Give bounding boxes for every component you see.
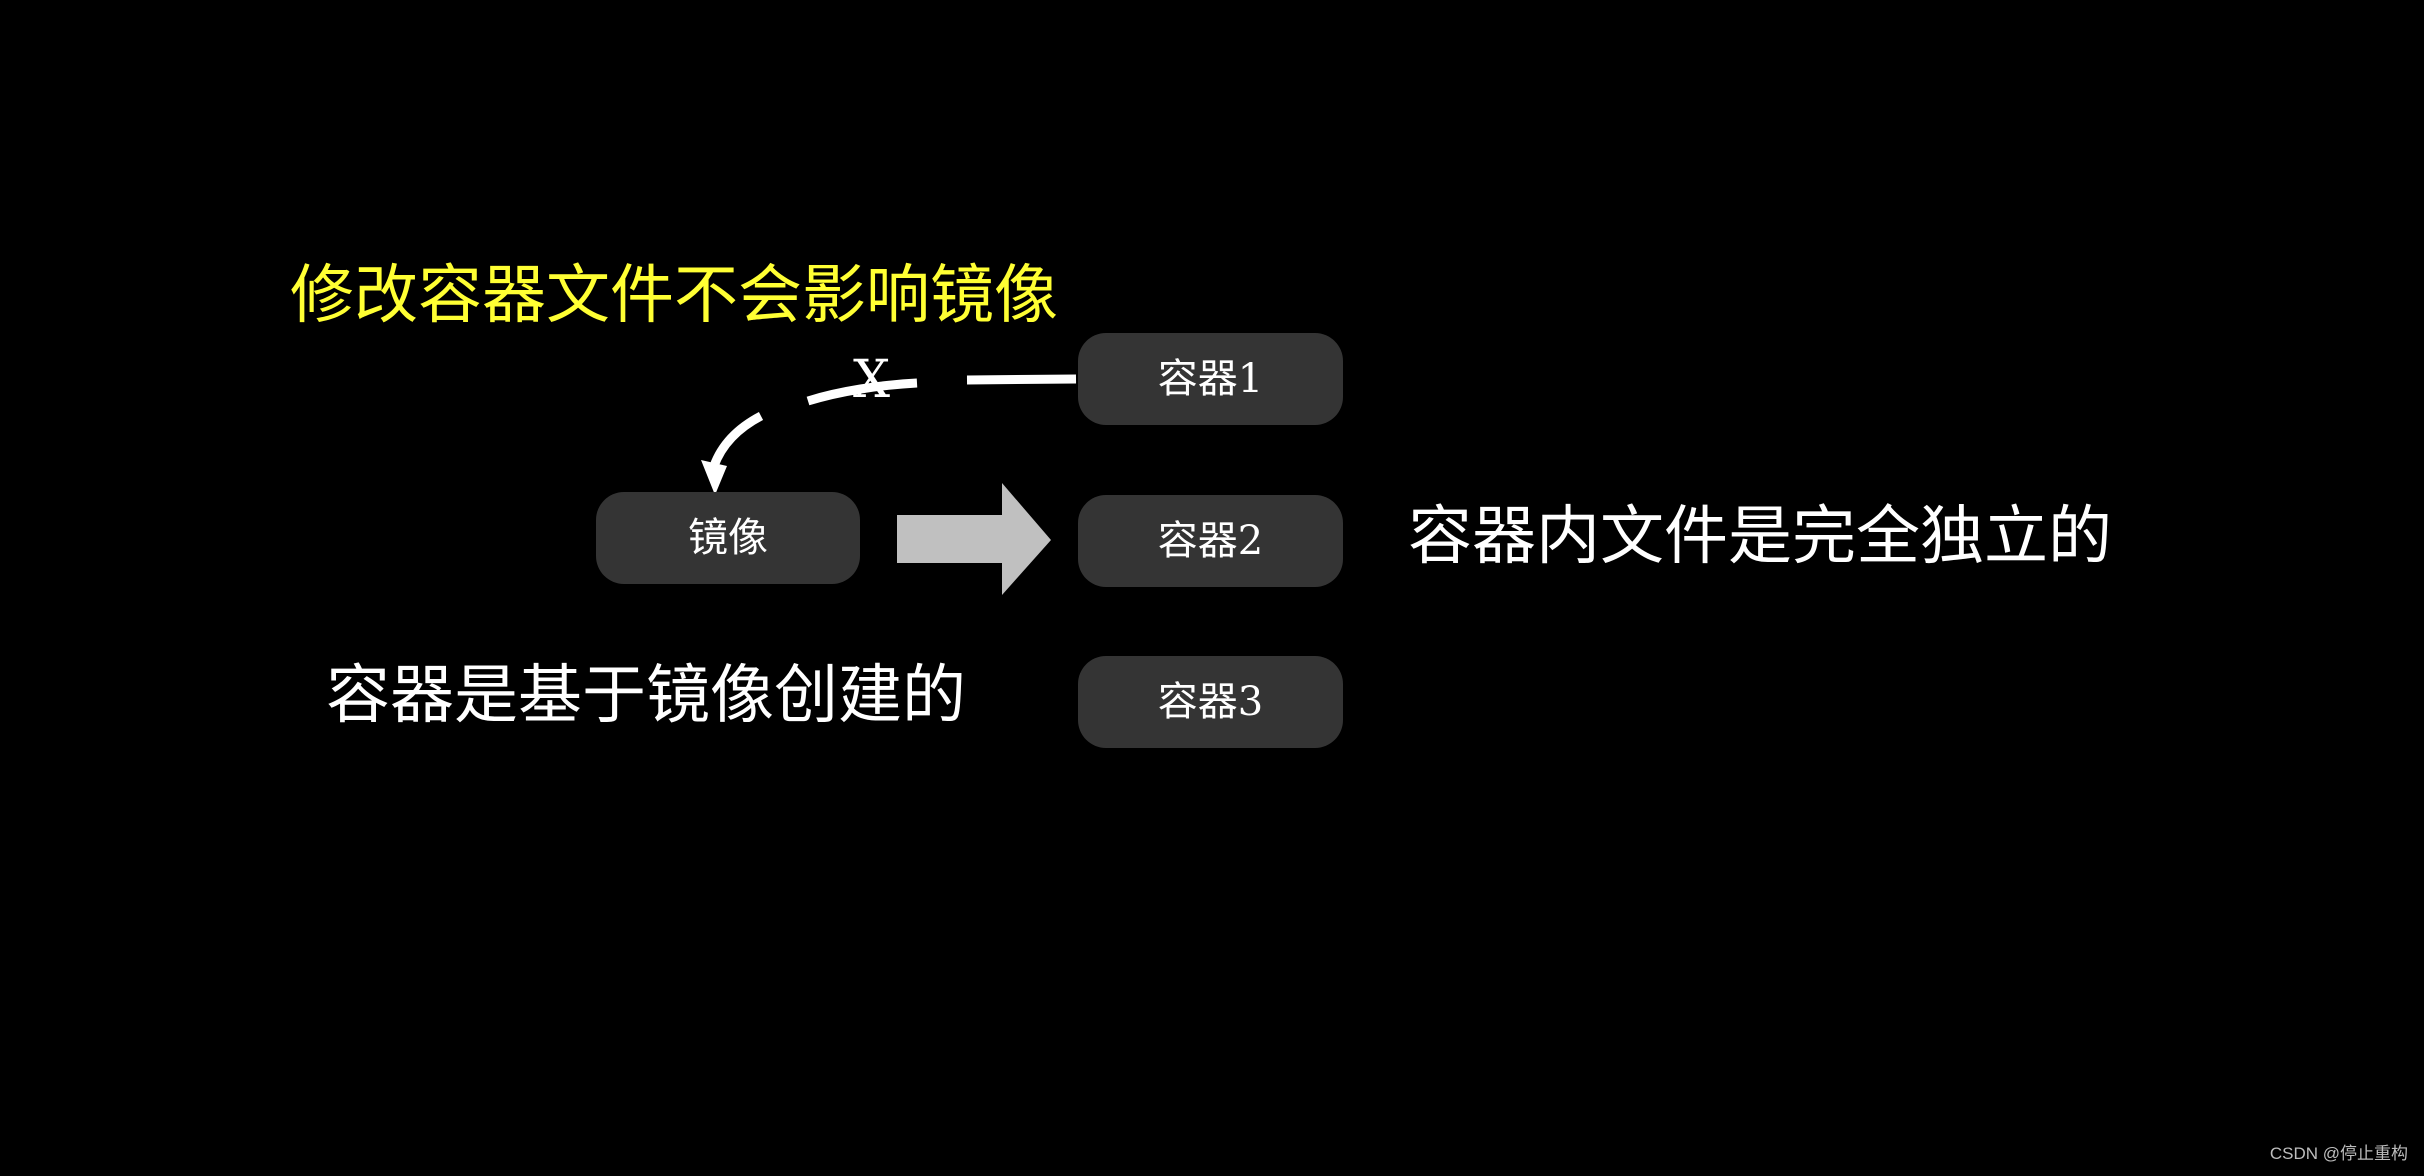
image-label: 镜像 bbox=[688, 515, 768, 561]
container-1-label: 容器1 bbox=[1157, 356, 1264, 402]
watermark: CSDN @停止重构 bbox=[2269, 1144, 2408, 1163]
feedback-arrowhead bbox=[701, 460, 727, 495]
feedback-line-middle-segment bbox=[806, 378, 918, 406]
container-3-node: 容器3 bbox=[1078, 656, 1343, 748]
caption-files-independent: 容器内文件是完全独立的 bbox=[1408, 500, 2112, 574]
container-1-node: 容器1 bbox=[1078, 333, 1343, 425]
container-2-node: 容器2 bbox=[1078, 495, 1343, 587]
blocked-x-mark: X bbox=[853, 350, 891, 410]
create-arrow bbox=[897, 483, 1051, 595]
container-3-label: 容器3 bbox=[1157, 679, 1264, 725]
feedback-line-right-segment bbox=[966, 374, 1077, 385]
container-2-label: 容器2 bbox=[1157, 518, 1264, 564]
caption-modify-not-affect-image: 修改容器文件不会影响镜像 bbox=[290, 259, 1058, 333]
image-node: 镜像 bbox=[596, 492, 860, 584]
feedback-line-left-segment bbox=[709, 412, 764, 468]
caption-containers-based-on-image: 容器是基于镜像创建的 bbox=[326, 659, 966, 733]
